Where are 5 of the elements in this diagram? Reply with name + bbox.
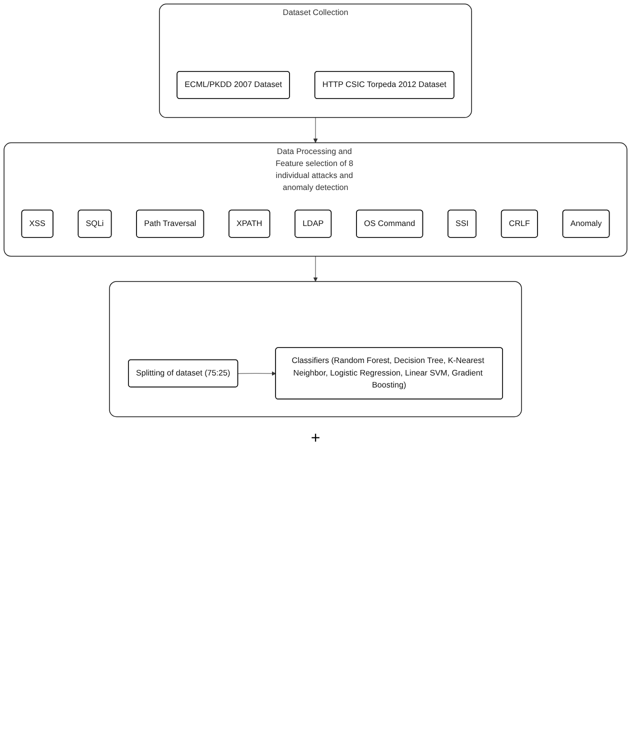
arrow xyxy=(313,256,318,282)
arrow xyxy=(238,371,276,376)
arrow xyxy=(313,117,318,143)
cluster xyxy=(109,281,522,418)
plus-sign: + xyxy=(310,430,320,447)
